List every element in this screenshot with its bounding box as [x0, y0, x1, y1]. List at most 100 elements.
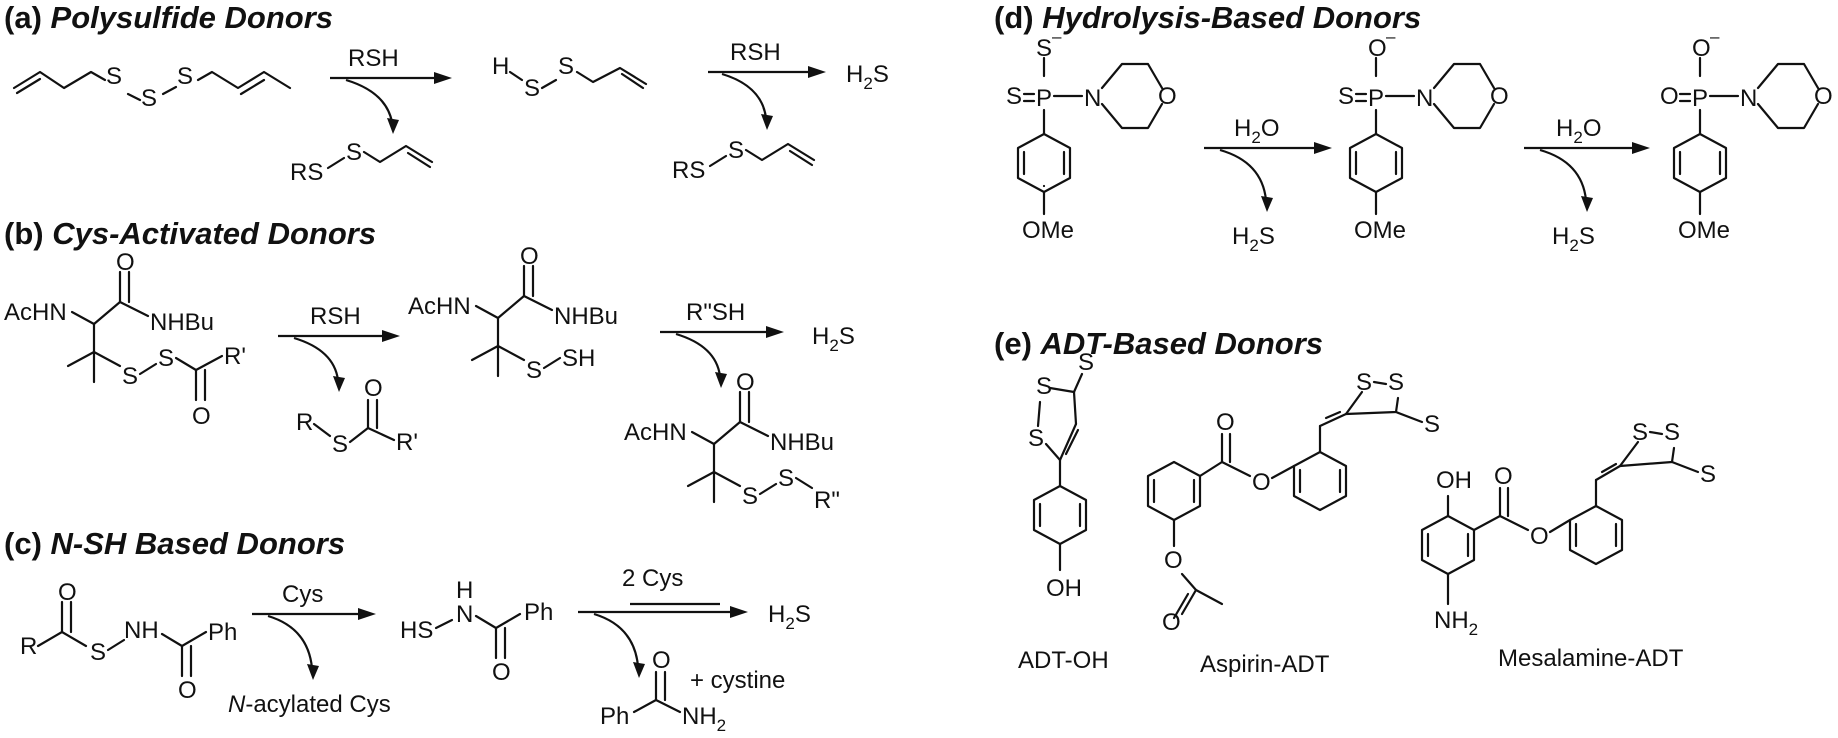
h2s-product-a: H2S — [846, 61, 889, 93]
svg-text:H: H — [492, 53, 509, 80]
svg-text:RSH: RSH — [310, 303, 361, 330]
svg-text:NHBu: NHBu — [770, 429, 834, 456]
svg-text:H: H — [456, 577, 473, 604]
hydrolysis-intermediate: S P O – N O OMe — [1338, 27, 1509, 244]
cys-persulfide-intermediate: AcHN O NHBu S SH — [408, 243, 618, 384]
svg-text:H2S: H2S — [1552, 223, 1595, 255]
svg-text:S: S — [1664, 419, 1680, 446]
aspirin-adt-label: Aspirin-ADT — [1200, 651, 1330, 678]
svg-text:S: S — [1700, 461, 1716, 488]
svg-text:S: S — [1006, 83, 1022, 110]
diallyl-trisulfide: S S S — [12, 63, 292, 112]
cys-mixed-disulfide-product: AcHN O NHBu S S R" — [624, 369, 840, 514]
svg-text:S: S — [728, 137, 744, 164]
thioester-byproduct: R S O R' — [296, 375, 418, 458]
svg-text:O: O — [1164, 547, 1183, 574]
svg-text:R": R" — [814, 487, 840, 514]
svg-text:R': R' — [224, 343, 246, 370]
svg-text:OMe: OMe — [1022, 217, 1074, 244]
svg-text:(c) N-SH Based Donors: (c) N-SH Based Donors — [4, 526, 345, 561]
svg-text:OH: OH — [1436, 467, 1472, 494]
svg-text:N: N — [456, 601, 473, 628]
svg-text:O: O — [520, 243, 539, 270]
svg-text:P: P — [1036, 85, 1052, 112]
cys-acyl-persulfide-donor: AcHN O NHBu S S R' O — [4, 249, 246, 430]
allyl-disulfide-product-2: RS S — [672, 137, 816, 184]
allyl-disulfide-product-1: RS S — [290, 139, 434, 186]
svg-text:SH: SH — [562, 345, 595, 372]
svg-text:S: S — [1036, 373, 1052, 400]
svg-text:O: O — [116, 249, 135, 276]
section-b-title: (b) Cys-Activated Donors — [4, 216, 376, 251]
svg-text:S: S — [122, 363, 138, 390]
svg-text:O: O — [1490, 83, 1509, 110]
svg-text:HS: HS — [400, 617, 433, 644]
section-d-title: (d) Hydrolysis-Based Donors — [994, 0, 1421, 35]
svg-text:S: S — [106, 63, 122, 90]
adt-oh-label: ADT-OH — [1018, 647, 1109, 674]
svg-text:(e) ADT-Based Donors: (e) ADT-Based Donors — [994, 326, 1323, 361]
svg-text:S: S — [1338, 83, 1354, 110]
svg-text:Ph: Ph — [600, 703, 629, 730]
svg-text:P: P — [1692, 85, 1708, 112]
svg-text:Ph: Ph — [208, 619, 237, 646]
svg-text:S: S — [1424, 411, 1440, 438]
svg-text:S: S — [90, 639, 106, 666]
svg-text:O: O — [1158, 83, 1177, 110]
svg-text:AcHN: AcHN — [408, 293, 471, 320]
svg-text:O: O — [58, 579, 77, 606]
svg-text:S: S — [346, 139, 362, 166]
svg-text:(a) Polysulfide Donors: (a) Polysulfide Donors — [4, 0, 333, 35]
svg-text:S: S — [1632, 419, 1648, 446]
h2s-product-c: H2S — [768, 601, 811, 633]
svg-text:S: S — [141, 85, 157, 112]
arrow-d1: H2O H2S — [1204, 115, 1332, 255]
section-c-title: (c) N-SH Based Donors — [4, 526, 345, 561]
svg-text:O: O — [1252, 469, 1271, 496]
svg-text:NH: NH — [124, 617, 159, 644]
svg-text:O: O — [1814, 83, 1833, 110]
svg-text:O: O — [1162, 609, 1181, 636]
svg-text:AcHN: AcHN — [624, 419, 687, 446]
svg-text:R': R' — [396, 429, 418, 456]
svg-text:R: R — [20, 633, 37, 660]
acyl-nsh-donor: R O S NH O Ph — [20, 579, 237, 704]
svg-text:RSH: RSH — [730, 39, 781, 66]
svg-text:O: O — [736, 369, 755, 396]
svg-text:S: S — [742, 483, 758, 510]
svg-text:O: O — [364, 375, 383, 402]
svg-text:N-acylated Cys: N-acylated Cys — [228, 691, 391, 718]
svg-text:S: S — [158, 345, 174, 372]
svg-text:NH2: NH2 — [1434, 607, 1478, 639]
svg-text:R"SH: R"SH — [686, 299, 745, 326]
svg-text:S: S — [526, 357, 542, 384]
svg-text:NHBu: NHBu — [554, 303, 618, 330]
svg-text:O: O — [1692, 35, 1711, 62]
arrow-b2: R"SH — [660, 299, 784, 388]
svg-text:RS: RS — [290, 159, 323, 186]
svg-text:S: S — [332, 431, 348, 458]
arrow-a1: RSH — [330, 45, 452, 134]
svg-text:O: O — [492, 659, 511, 686]
svg-text:O: O — [1660, 83, 1679, 110]
svg-text:–: – — [1386, 27, 1396, 46]
svg-text:O: O — [178, 677, 197, 704]
section-a-title: (a) Polysulfide Donors — [4, 0, 333, 35]
svg-text:–: – — [1710, 27, 1720, 46]
arrow-a2: RSH — [708, 39, 826, 130]
svg-text:N: N — [1416, 85, 1433, 112]
svg-text:–: – — [1052, 27, 1062, 46]
svg-text:+ cystine: + cystine — [690, 667, 785, 694]
allyl-hydropersulfide: H S S — [492, 53, 648, 102]
svg-text:R: R — [296, 409, 313, 436]
adt-oh-structure: S S S OH — [1028, 349, 1094, 602]
svg-text:S: S — [177, 63, 193, 90]
svg-text:O: O — [1530, 523, 1549, 550]
svg-text:S: S — [558, 53, 574, 80]
svg-text:NHBu: NHBu — [150, 309, 214, 336]
svg-text:H2S: H2S — [768, 601, 811, 633]
svg-text:H2S: H2S — [846, 61, 889, 93]
svg-text:H2O: H2O — [1556, 115, 1601, 147]
arrow-d2: H2O H2S — [1524, 115, 1650, 255]
svg-text:S: S — [1388, 369, 1404, 396]
